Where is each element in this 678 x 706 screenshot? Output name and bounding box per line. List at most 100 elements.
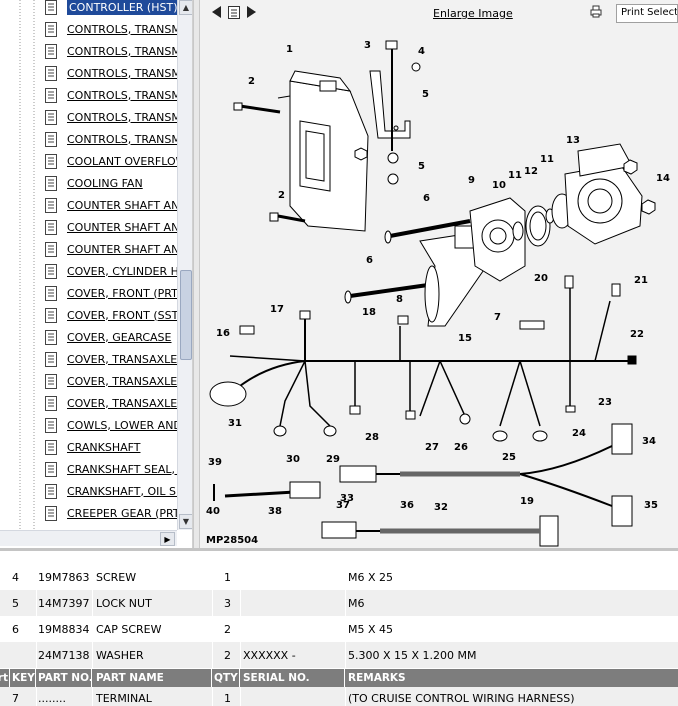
tree-item-label: CONTROLS, TRANSMISSION: [67, 66, 178, 80]
callout-number[interactable]: 10: [492, 180, 506, 191]
callout-number[interactable]: 15: [458, 333, 472, 344]
callout-number[interactable]: 6: [423, 193, 430, 204]
callout-number[interactable]: 22: [630, 329, 644, 340]
tree-item[interactable]: CONTROLS, TRANSMISSION: [40, 128, 178, 150]
document-icon[interactable]: [226, 4, 242, 20]
callout-number[interactable]: 20: [534, 273, 548, 284]
tree-item[interactable]: COVER, TRANSAXLE F: [40, 370, 178, 392]
scroll-down-button[interactable]: ▼: [179, 514, 192, 529]
callout-number[interactable]: 11: [540, 154, 554, 165]
tree-item[interactable]: CONTROLS, TRANSMISSION: [40, 18, 178, 40]
callout-number[interactable]: 4: [418, 46, 425, 57]
callout-number[interactable]: 24: [572, 428, 586, 439]
tree-item[interactable]: CONTROLS, TRANSMISSION: [40, 62, 178, 84]
callout-number[interactable]: 5: [422, 89, 429, 100]
tree-item[interactable]: COWLS, LOWER AND: [40, 414, 178, 436]
callout-number[interactable]: 34: [642, 436, 656, 447]
callout-number[interactable]: 9: [468, 175, 475, 186]
callout-number[interactable]: 7: [494, 312, 501, 323]
callout-number[interactable]: 33: [340, 493, 354, 504]
next-arrow-icon[interactable]: [244, 4, 260, 20]
tree-item[interactable]: COVER, GEARCASE: [40, 326, 178, 348]
cell-part-name: WASHER: [96, 648, 144, 662]
callout-number[interactable]: 8: [396, 294, 403, 305]
enlarge-image-link[interactable]: Enlarge Image: [433, 7, 513, 20]
callout-number[interactable]: 30: [286, 454, 300, 465]
document-icon: [45, 461, 57, 477]
callout-number[interactable]: 36: [400, 500, 414, 511]
callout-number[interactable]: 6: [366, 255, 373, 266]
cell-key: 7: [12, 691, 19, 705]
print-selector-button[interactable]: Print Selector: [616, 4, 678, 23]
scroll-thumb[interactable]: [180, 270, 192, 360]
callout-number[interactable]: 11: [508, 170, 522, 181]
tree-item[interactable]: COVER, FRONT (PRT): [40, 282, 178, 304]
callout-number[interactable]: 26: [454, 442, 468, 453]
scroll-right-button[interactable]: ▶: [160, 532, 175, 546]
callout-number[interactable]: 31: [228, 418, 242, 429]
callout-number[interactable]: 16: [216, 328, 230, 339]
tree-connector-lines: [19, 0, 35, 530]
callout-number[interactable]: 18: [362, 307, 376, 318]
cell-part-name: SCREW: [96, 570, 137, 584]
callout-number[interactable]: 37: [336, 500, 350, 511]
tree-item[interactable]: COOLING FAN: [40, 172, 178, 194]
previous-arrow-icon[interactable]: [208, 4, 224, 20]
callout-number[interactable]: 27: [425, 442, 439, 453]
tree-item[interactable]: CREEPER GEAR (PRT): [40, 502, 178, 524]
document-icon: [45, 153, 57, 169]
cell-remarks: 5.300 X 15 X 1.200 MM: [348, 648, 477, 662]
document-icon: [45, 329, 57, 345]
callout-number[interactable]: 17: [270, 304, 284, 315]
tree-item[interactable]: CONTROLLER (HST): [40, 0, 178, 18]
panel-splitter[interactable]: [193, 0, 200, 548]
tree-item[interactable]: CRANKSHAFT SEAL, C: [40, 458, 178, 480]
callout-number[interactable]: 21: [634, 275, 648, 286]
tree-horizontal-scrollbar[interactable]: ▶: [0, 530, 177, 546]
tree-item[interactable]: COUNTER SHAFT AND: [40, 194, 178, 216]
callout-number[interactable]: 32: [434, 502, 448, 513]
scroll-up-button[interactable]: ▲: [179, 0, 192, 15]
callout-number[interactable]: 14: [656, 173, 670, 184]
tree-item[interactable]: COOLANT OVERFLOW: [40, 150, 178, 172]
callout-number[interactable]: 2: [248, 76, 255, 87]
tree-item[interactable]: COUNTER SHAFT AND: [40, 238, 178, 260]
callout-number[interactable]: 38: [268, 506, 282, 517]
tree-vertical-scrollbar[interactable]: ▲ ▼: [177, 0, 192, 530]
callout-number[interactable]: 1: [286, 44, 293, 55]
tree-item[interactable]: CONTROLS, TRANSMISSION: [40, 84, 178, 106]
callout-number[interactable]: 12: [524, 166, 538, 177]
document-icon: [45, 241, 57, 257]
callout-number[interactable]: 13: [566, 135, 580, 146]
callout-number[interactable]: 25: [502, 452, 516, 463]
tree-item[interactable]: CONTROLS, TRANSMISSION: [40, 106, 178, 128]
tree-item-label: COUNTER SHAFT AND: [67, 242, 178, 256]
tree-item-label: CONTROLS, TRANSMISSION: [67, 88, 178, 102]
tree-item[interactable]: COVER, CYLINDER HEAD: [40, 260, 178, 282]
tree-item[interactable]: COVER, FRONT (SST): [40, 304, 178, 326]
callout-number[interactable]: 29: [326, 454, 340, 465]
cell-key: 5: [12, 596, 19, 610]
callout-number[interactable]: 19: [520, 496, 534, 507]
callout-number[interactable]: 35: [644, 500, 658, 511]
callout-number[interactable]: 23: [598, 397, 612, 408]
callout-number[interactable]: 2: [278, 190, 285, 201]
callout-number[interactable]: 28: [365, 432, 379, 443]
callout-number[interactable]: 5: [418, 161, 425, 172]
tree-item[interactable]: CRANKSHAFT: [40, 436, 178, 458]
cell-part-no: ........: [38, 691, 66, 705]
tree-item[interactable]: CONTROLS, TRANSMISSION: [40, 40, 178, 62]
tree-item[interactable]: COUNTER SHAFT AND: [40, 216, 178, 238]
callout-number[interactable]: 39: [208, 457, 222, 468]
tree-item[interactable]: COVER, TRANSAXLE F: [40, 392, 178, 414]
tree-item[interactable]: CRANKSHAFT, OIL SEAL: [40, 480, 178, 502]
tree-item[interactable]: COVER, TRANSAXLE F: [40, 348, 178, 370]
callout-number[interactable]: 40: [206, 506, 220, 517]
callout-number[interactable]: 3: [364, 40, 371, 51]
printer-icon[interactable]: [590, 5, 602, 18]
